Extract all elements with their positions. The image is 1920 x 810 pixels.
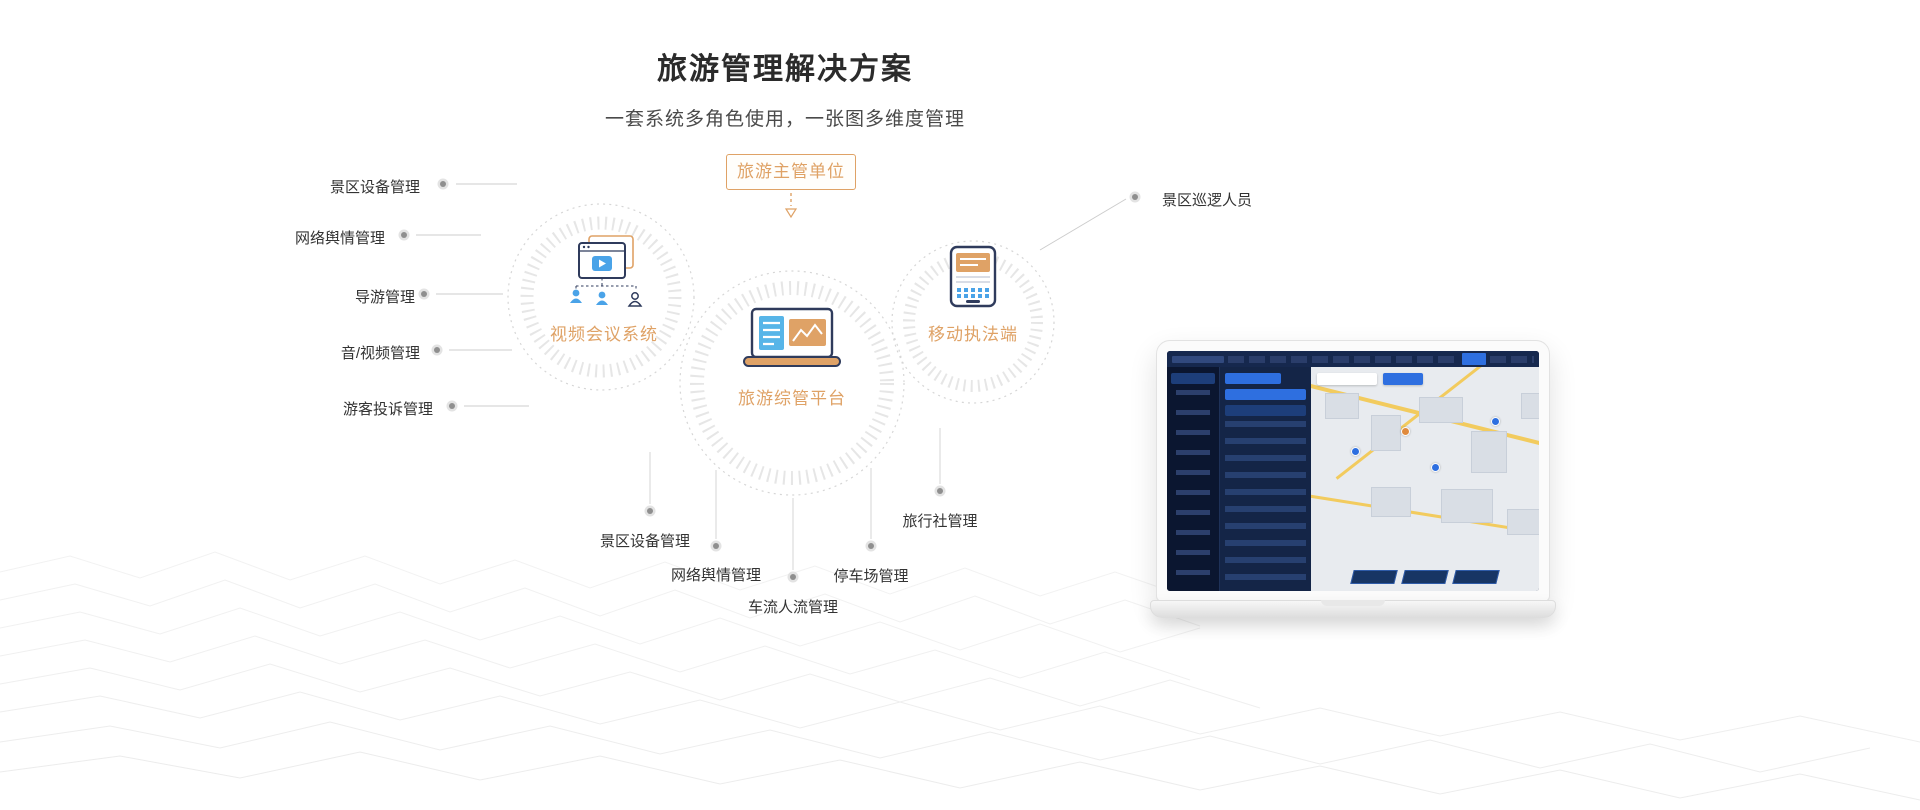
background-wave-pattern [0, 551, 1920, 801]
map-action-chip [1383, 373, 1423, 385]
dashboard-map [1311, 367, 1539, 591]
map-building [1471, 431, 1507, 473]
map-bottom-toolbar [1350, 570, 1500, 584]
circle-management-platform [679, 270, 905, 496]
map-building [1419, 397, 1463, 423]
circle-video-conference [507, 203, 695, 391]
node-label-mobile-enforcement: 移动执法端 [928, 325, 1018, 344]
dashboard-sidebar-items [1176, 390, 1210, 587]
header: 旅游管理解决方案 一套系统多角色使用，一张图多维度管理 [0, 0, 1570, 131]
bottom-label-parking: 停车场管理 [833, 568, 909, 585]
page-subtitle: 一套系统多角色使用，一张图多维度管理 [604, 109, 965, 130]
bottom-label-equipment: 景区设备管理 [599, 533, 691, 550]
map-building [1507, 509, 1539, 535]
map-toolbar-button [1452, 570, 1500, 584]
left-label-public-opinion: 网络舆情管理 [294, 230, 385, 247]
dashboard-panel-selected-row [1225, 389, 1306, 400]
map-building [1441, 489, 1493, 523]
authority-box: 旅游主管单位 [726, 154, 856, 190]
laptop-screen [1156, 340, 1550, 602]
node-label-video-conference: 视频会议系统 [550, 325, 658, 344]
laptop-base-notch [1321, 600, 1385, 606]
right-connector [1039, 191, 1141, 251]
dashboard-screenshot [1167, 351, 1539, 591]
map-marker [1491, 417, 1500, 426]
dashboard-sidebar [1167, 367, 1219, 591]
map-building [1521, 393, 1539, 419]
laptop-mockup [1150, 340, 1556, 630]
dashboard-panel-dropdown [1225, 373, 1281, 384]
mobile-enforcement-icon [949, 245, 997, 308]
map-toolbar-button [1401, 570, 1449, 584]
map-marker-orange [1401, 427, 1410, 436]
left-label-complaint: 游客投诉管理 [342, 401, 433, 418]
page-title: 旅游管理解决方案 [657, 53, 913, 86]
left-connectors [398, 178, 529, 412]
bottom-label-public-opinion: 网络舆情管理 [670, 567, 762, 584]
bottom-label-traffic-flow: 车流人流管理 [747, 599, 839, 616]
dashboard-nav-tabs-right [1490, 355, 1534, 363]
map-search-chip [1317, 373, 1377, 385]
map-toolbar-button [1350, 570, 1398, 584]
node-label-management-platform: 旅游综管平台 [738, 389, 846, 408]
video-conference-icon [570, 235, 643, 307]
authority-arrow [784, 193, 798, 219]
dashboard-active-tab [1462, 353, 1486, 365]
bottom-label-travel-agency: 旅行社管理 [902, 513, 978, 530]
left-label-audio-video: 音/视频管理 [340, 345, 420, 362]
dashboard-logo [1172, 355, 1224, 363]
left-label-guide: 导游管理 [354, 289, 415, 306]
dashboard-topbar [1167, 351, 1539, 367]
circle-mobile-enforcement [891, 240, 1055, 404]
map-road [1311, 493, 1539, 544]
dashboard-list-panel [1219, 367, 1311, 591]
left-label-equipment: 景区设备管理 [329, 179, 420, 196]
map-building [1371, 415, 1401, 451]
map-marker [1351, 447, 1360, 456]
dashboard-body [1167, 367, 1539, 591]
dashboard-panel-rows [1225, 421, 1306, 585]
dashboard-sidebar-active-item [1171, 373, 1215, 384]
map-building [1325, 393, 1359, 419]
map-marker [1431, 463, 1440, 472]
map-building [1371, 487, 1411, 517]
platform-laptop-icon [743, 307, 841, 367]
dashboard-nav-tabs [1228, 355, 1458, 363]
right-label-patrol: 景区巡逻人员 [1162, 192, 1253, 209]
bottom-connectors [644, 428, 946, 583]
dashboard-panel-highlight-row [1225, 405, 1306, 416]
